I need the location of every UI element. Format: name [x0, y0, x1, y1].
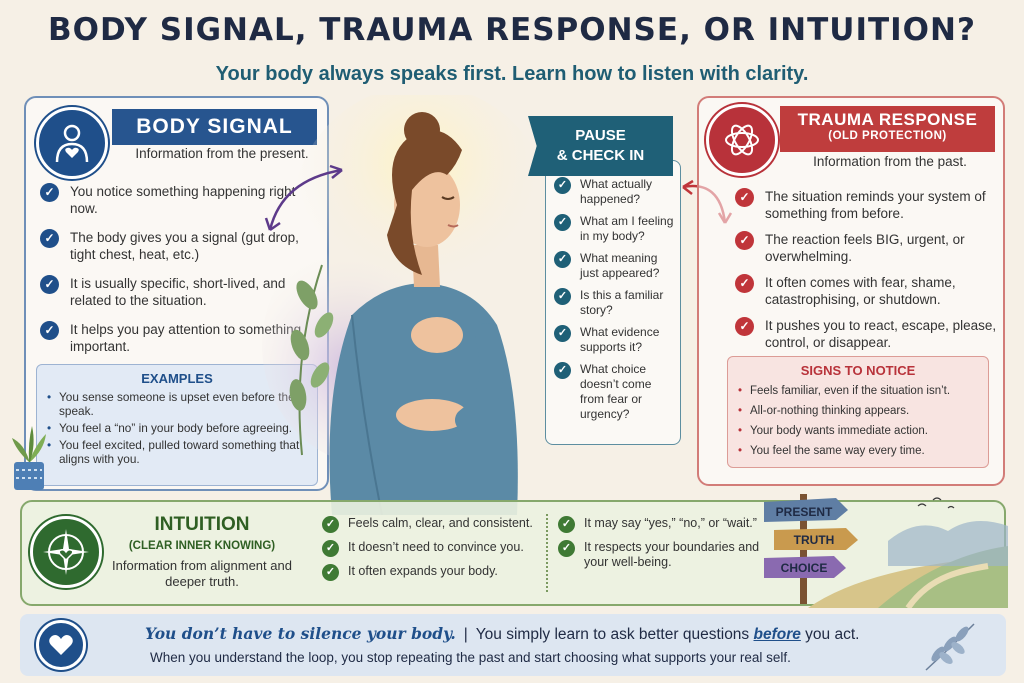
list-item: ✓It is usually specific, short-lived, an…: [40, 275, 320, 309]
list-item: ✓What evidence supports it?: [554, 325, 674, 355]
check-icon: ✓: [558, 540, 575, 557]
list-item: ✓What am I feeling in my body?: [554, 214, 674, 244]
signs-to-notice-box: SIGNS TO NOTICE Feels familiar, even if …: [727, 356, 989, 468]
intuition-intro: Information from alignment and deeper tr…: [112, 558, 292, 589]
list-item: ✓It often comes with fear, shame, catast…: [735, 274, 997, 308]
list-item: All-or-nothing thinking appears.: [738, 404, 978, 418]
check-icon: ✓: [735, 231, 754, 250]
body-signal-intro: Information from the present.: [135, 146, 309, 161]
check-icon: ✓: [40, 183, 59, 202]
intuition-panel: [20, 500, 1006, 606]
check-icon: ✓: [554, 362, 571, 379]
pause-check-in-title: PAUSE & CHECK IN: [528, 116, 673, 176]
signpost-truth: TRUTH: [794, 533, 835, 547]
check-icon: ✓: [40, 229, 59, 248]
intuition-title: INTUITION: [154, 514, 250, 535]
list-item: You feel a “no” in your body before agre…: [47, 421, 307, 435]
tangled-loop-icon: [706, 104, 778, 176]
list-item: You sense someone is upset even before t…: [47, 390, 307, 418]
leaf-sprig-icon: [925, 623, 975, 671]
trauma-response-points: ✓The situation reminds your system of so…: [735, 188, 997, 360]
check-icon: ✓: [554, 288, 571, 305]
list-item: ✓You notice something happening right no…: [40, 183, 320, 217]
check-icon: ✓: [322, 540, 339, 557]
check-icon: ✓: [322, 516, 339, 533]
list-item: You feel excited, pulled toward somethin…: [47, 438, 307, 466]
check-icon: ✓: [554, 214, 571, 231]
list-item: ✓Is this a familiar story?: [554, 288, 674, 318]
examples-box: EXAMPLES You sense someone is upset even…: [36, 364, 318, 486]
signs-list: Feels familiar, even if the situation is…: [738, 384, 978, 458]
check-icon: ✓: [554, 177, 571, 194]
signpost-present: PRESENT: [776, 505, 833, 519]
intuition-points: ✓Feels calm, clear, and consistent. ✓It …: [322, 516, 542, 588]
divider: [546, 514, 548, 592]
compass-heart-icon: [30, 516, 102, 588]
page-subtitle: Your body always speaks first. Learn how…: [215, 63, 809, 85]
body-signal-points: ✓You notice something happening right no…: [40, 183, 320, 367]
person-heart-icon: [36, 107, 108, 179]
list-item: ✓It pushes you to react, escape, please,…: [735, 317, 997, 351]
list-item: ✓Feels calm, clear, and consistent.: [322, 516, 542, 533]
page-title: BODY SIGNAL, TRAUMA RESPONSE, OR INTUITI…: [48, 12, 976, 48]
list-item: ✓It may say “yes,” “no,” or “wait.”: [558, 516, 763, 533]
check-icon: ✓: [322, 564, 339, 581]
signs-title: SIGNS TO NOTICE: [800, 363, 916, 378]
list-item: Feels familiar, even if the situation is…: [738, 384, 978, 398]
pause-questions: ✓What actually happened? ✓What am I feel…: [554, 177, 674, 422]
list-item: ✓What actually happened?: [554, 177, 674, 207]
intuition-subtitle: (CLEAR INNER KNOWING): [128, 540, 276, 552]
check-icon: ✓: [554, 325, 571, 342]
trauma-response-intro: Information from the past.: [813, 154, 967, 169]
list-item: ✓What choice doesn’t come from fear or u…: [554, 362, 674, 422]
examples-list: You sense someone is upset even before t…: [47, 390, 307, 466]
check-icon: ✓: [554, 251, 571, 268]
footer-note: When you understand the loop, you stop r…: [150, 650, 791, 665]
check-icon: ✓: [40, 321, 59, 340]
list-item: ✓The body gives you a signal (gut drop, …: [40, 229, 320, 263]
check-icon: ✓: [558, 516, 575, 533]
list-item: ✓It helps you pay attention to something…: [40, 321, 320, 355]
list-item: ✓What meaning just appeared?: [554, 251, 674, 281]
curved-arrow-icon: [264, 164, 343, 232]
trauma-response-title: TRAUMA RESPONSE (OLD PROTECTION): [780, 106, 995, 152]
intuition-points-more: ✓It may say “yes,” “no,” or “wait.” ✓It …: [558, 516, 763, 579]
list-item: ✓The reaction feels BIG, urgent, or over…: [735, 231, 997, 265]
footer-message: You don’t have to silence your body.|You…: [145, 624, 860, 643]
check-icon: ✓: [735, 274, 754, 293]
list-item: ✓The situation reminds your system of so…: [735, 188, 997, 222]
woman-illustration: [262, 95, 552, 515]
body-signal-title: BODY SIGNAL: [112, 109, 317, 145]
heart-icon: [36, 620, 86, 670]
examples-title: EXAMPLES: [141, 371, 213, 386]
list-item: ✓It doesn’t need to convince you.: [322, 540, 542, 557]
list-item: Your body wants immediate action.: [738, 424, 978, 438]
check-icon: ✓: [735, 188, 754, 207]
pause-check-in-panel: ✓What actually happened? ✓What am I feel…: [545, 160, 681, 445]
footer-banner: [20, 614, 1006, 676]
potted-plant-icon: [12, 426, 46, 490]
list-item: ✓It often expands your body.: [322, 564, 542, 581]
check-icon: ✓: [40, 275, 59, 294]
check-icon: ✓: [735, 317, 754, 336]
list-item: You feel the same way every time.: [738, 444, 978, 458]
signpost-illustration: PRESENT TRUTH CHOICE: [764, 494, 1008, 608]
signpost-choice: CHOICE: [781, 561, 828, 575]
list-item: ✓It respects your boundaries and your we…: [558, 540, 763, 570]
